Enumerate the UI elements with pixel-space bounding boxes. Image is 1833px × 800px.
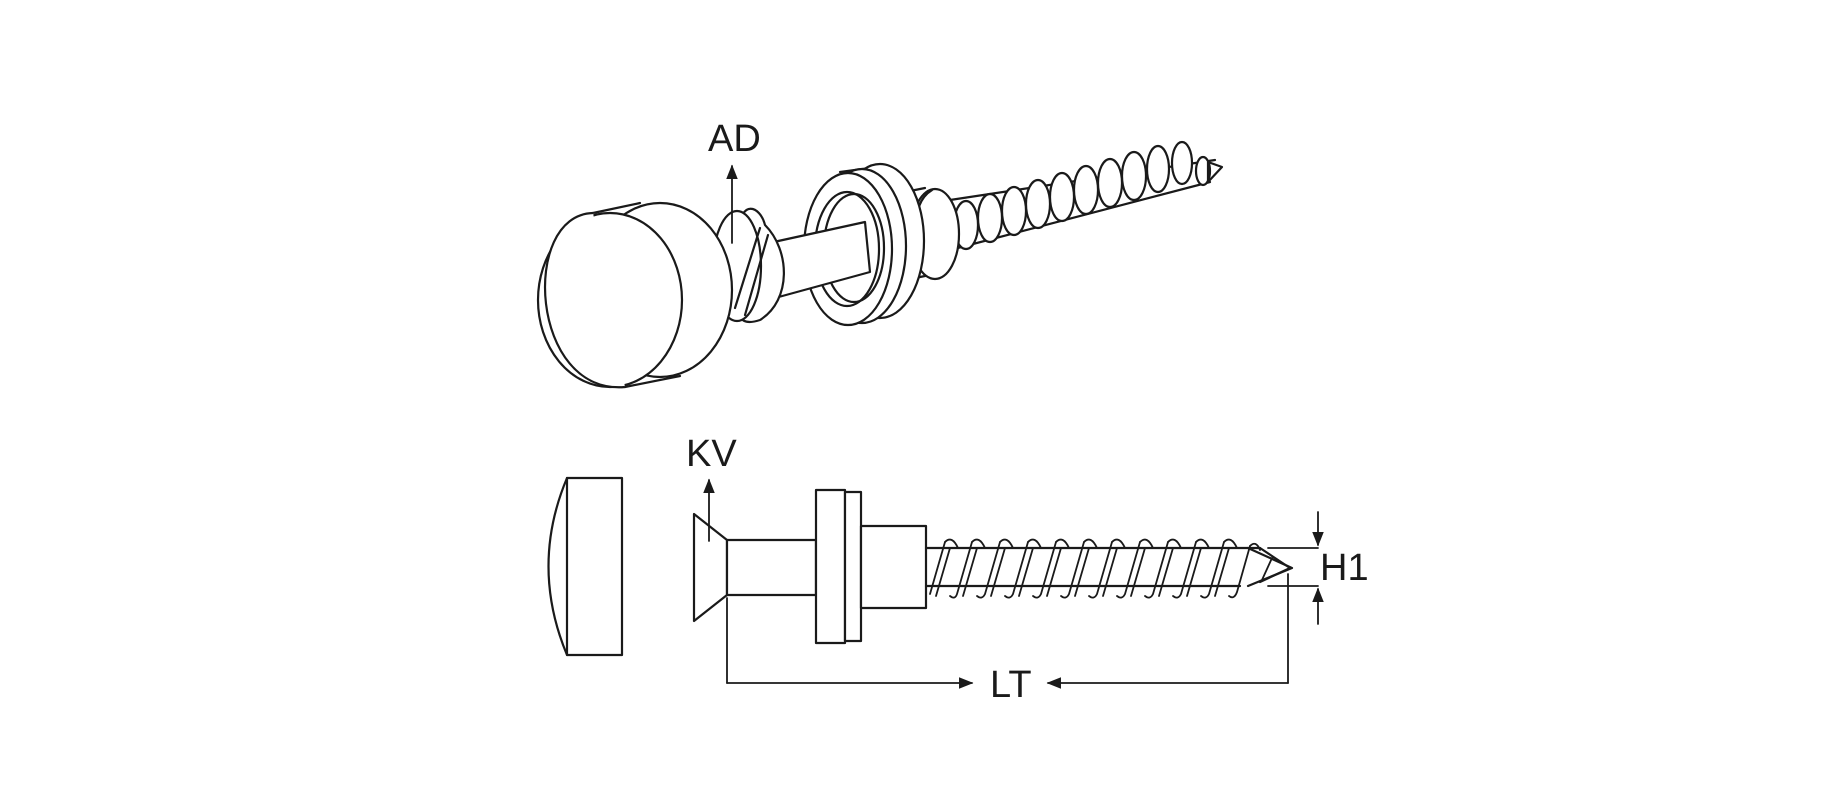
isometric-view: AD bbox=[536, 118, 1224, 389]
ad-label: AD bbox=[708, 118, 761, 160]
side-threaded-shank bbox=[924, 538, 1294, 599]
lt-dimension: LT bbox=[726, 573, 1289, 706]
side-view: KV H1 LT bbox=[547, 433, 1369, 706]
side-washer bbox=[814, 488, 863, 645]
h1-dimension: H1 bbox=[1267, 511, 1369, 625]
kv-dimension: KV bbox=[686, 433, 737, 542]
iso-cap bbox=[536, 201, 734, 389]
side-screw-head bbox=[692, 512, 818, 623]
kv-label: KV bbox=[686, 433, 737, 475]
lt-label: LT bbox=[990, 664, 1032, 706]
side-collar bbox=[859, 524, 928, 610]
side-cap bbox=[547, 476, 624, 657]
ad-dimension: AD bbox=[708, 118, 761, 244]
iso-threaded-shank bbox=[948, 140, 1224, 252]
h1-label: H1 bbox=[1320, 547, 1369, 589]
